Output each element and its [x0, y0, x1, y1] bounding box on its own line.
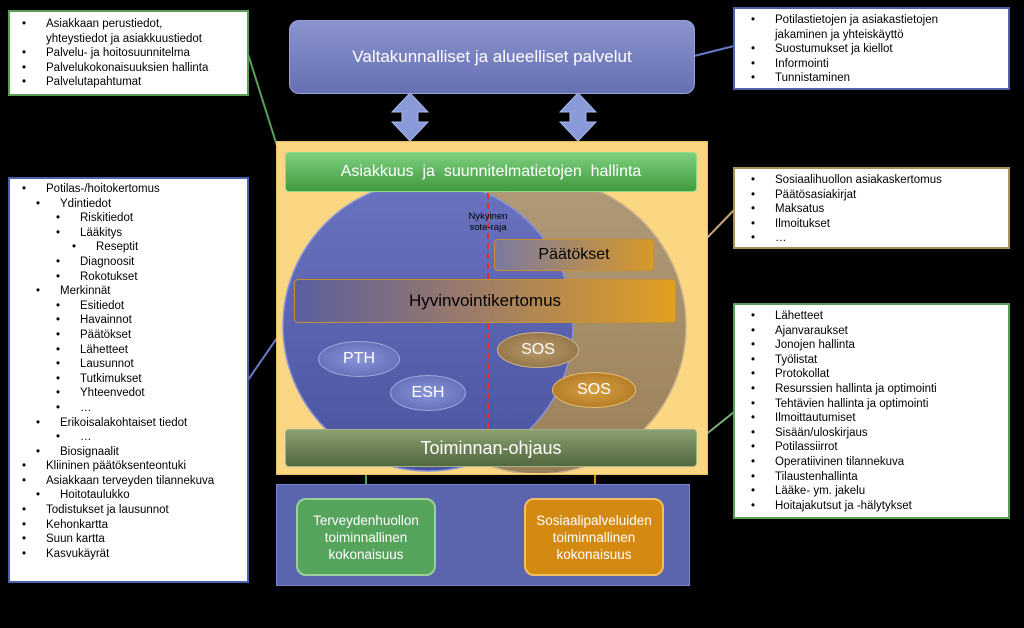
health-care-unit: Terveydenhuollon toiminnallinen kokonais… [296, 498, 436, 576]
double-arrow-right [558, 92, 598, 142]
list-item: Diagnoosit [16, 255, 241, 270]
social-record-list: Sosiaalihuollon asiakaskertomusPäätösasi… [741, 173, 1002, 246]
list-item: Asiakkaan perustiedot,yhteystiedot ja as… [16, 17, 241, 46]
list-item: Hoitajakutsut ja -hälytykset [741, 499, 1002, 514]
list-item: Palvelutapahtumat [16, 75, 241, 90]
list-item: Työlistat [741, 353, 1002, 368]
operations-control-bar: Toiminnan-ohjaus [285, 429, 697, 467]
list-item: Potilas-/hoitokertomus [16, 182, 241, 197]
data-sharing-list: Potilastietojen ja asiakastietojenjakami… [741, 13, 1002, 86]
list-item: Tehtävien hallinta ja optimointi [741, 397, 1002, 412]
list-item: Informointi [741, 57, 1002, 72]
list-item: Suun kartta [16, 532, 241, 547]
list-item: Erikoisalakohtaiset tiedot [16, 416, 241, 431]
list-item: Rokotukset [16, 270, 241, 285]
national-regional-services-banner: Valtakunnalliset ja alueelliset palvelut [289, 20, 695, 94]
list-item: Lausunnot [16, 357, 241, 372]
operations-box: LähetteetAjanvarauksetJonojen hallintaTy… [733, 303, 1010, 519]
list-item: Kliininen päätöksenteontuki [16, 459, 241, 474]
sos-ellipse-1: SOS [497, 332, 579, 368]
list-item: Ilmoittautumiset [741, 411, 1002, 426]
list-item: Protokollat [741, 367, 1002, 382]
list-item: Potilastietojen ja asiakastietojenjakami… [741, 13, 1002, 42]
sote-boundary-label: Nykyinen sote-raja [468, 211, 508, 233]
pth-ellipse: PTH [318, 341, 400, 377]
operations-list: LähetteetAjanvarauksetJonojen hallintaTy… [741, 309, 1002, 513]
list-item: Lähetteet [16, 343, 241, 358]
client-info-list: Asiakkaan perustiedot,yhteystiedot ja as… [16, 17, 241, 90]
list-item: Hoitotaulukko [16, 488, 241, 503]
list-item: Ydintiedot [16, 197, 241, 212]
list-item: Tilaustenhallinta [741, 470, 1002, 485]
list-item: Riskitiedot [16, 211, 241, 226]
patient-record-list: Potilas-/hoitokertomusYdintiedotRiskitie… [16, 182, 241, 561]
list-item: Esitiedot [16, 299, 241, 314]
list-item: Päätösasiakirjat [741, 188, 1002, 203]
double-arrow-left [390, 92, 430, 142]
health-circle [282, 180, 574, 472]
list-item: … [16, 430, 241, 445]
decisions-bar: Päätökset [494, 239, 654, 271]
list-item: Asiakkaan terveyden tilannekuva [16, 474, 241, 489]
patient-record-box: Potilas-/hoitokertomusYdintiedotRiskitie… [8, 177, 249, 583]
list-item: Ajanvaraukset [741, 324, 1002, 339]
list-item: Kasvukäyrät [16, 547, 241, 562]
list-item: Päätökset [16, 328, 241, 343]
data-sharing-box: Potilastietojen ja asiakastietojenjakami… [733, 7, 1010, 90]
social-services-unit: Sosiaalipalveluiden toiminnallinen kokon… [524, 498, 664, 576]
list-item: … [16, 401, 241, 416]
social-record-box: Sosiaalihuollon asiakaskertomusPäätösasi… [733, 167, 1010, 249]
list-item: Resurssien hallinta ja optimointi [741, 382, 1002, 397]
list-item: Yhteenvedot [16, 386, 241, 401]
list-item: Lähetteet [741, 309, 1002, 324]
list-item: Palvelukokonaisuuksien hallinta [16, 61, 241, 76]
list-item: Potilassiirrot [741, 440, 1002, 455]
list-item: Tutkimukset [16, 372, 241, 387]
list-item: Lääke- ym. jakelu [741, 484, 1002, 499]
list-item: Biosignaalit [16, 445, 241, 460]
list-item: Palvelu- ja hoitosuunnitelma [16, 46, 241, 61]
list-item: Tunnistaminen [741, 71, 1002, 86]
list-item: Reseptit [16, 240, 241, 255]
list-item: Operatiivinen tilannekuva [741, 455, 1002, 470]
list-item: Suostumukset ja kiellot [741, 42, 1002, 57]
esh-ellipse: ESH [390, 375, 466, 411]
wellbeing-record-bar: Hyvinvointikertomus [294, 279, 676, 323]
list-item: Lääkitys [16, 226, 241, 241]
list-item: Todistukset ja lausunnot [16, 503, 241, 518]
list-item: Sosiaalihuollon asiakaskertomus [741, 173, 1002, 188]
list-item: Jonojen hallinta [741, 338, 1002, 353]
list-item: … [741, 231, 1002, 246]
list-item: Sisään/uloskirjaus [741, 426, 1002, 441]
list-item: Havainnot [16, 313, 241, 328]
banner-label: Valtakunnalliset ja alueelliset palvelut [352, 47, 632, 66]
list-item: Merkinnät [16, 284, 241, 299]
list-item: Kehonkartta [16, 518, 241, 533]
list-item: Ilmoitukset [741, 217, 1002, 232]
list-item: Maksatus [741, 202, 1002, 217]
sos-ellipse-2: SOS [552, 372, 636, 408]
connector-top-right [693, 45, 735, 57]
client-info-box: Asiakkaan perustiedot,yhteystiedot ja as… [8, 10, 249, 96]
client-plan-management-bar: Asiakkuus ja suunnitelmatietojen hallint… [285, 152, 697, 192]
